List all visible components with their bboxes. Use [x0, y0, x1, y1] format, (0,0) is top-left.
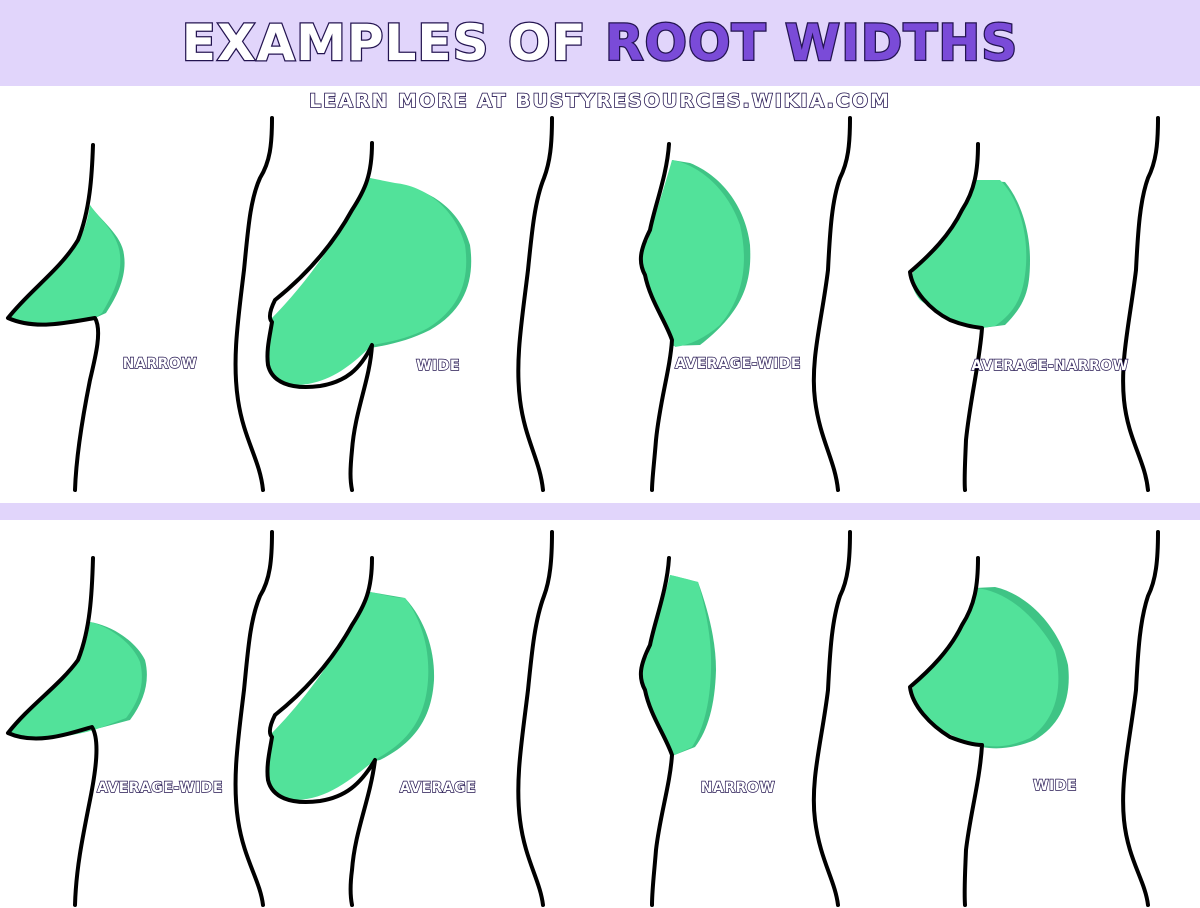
- label-bottom-2: AVERAGE: [399, 779, 477, 796]
- label-bottom-1: AVERAGE-WIDE: [96, 779, 223, 796]
- label-top-4: AVERAGE-NARROW: [971, 357, 1129, 374]
- figure-top-4: [908, 116, 1160, 492]
- title-part-examples-of: EXAMPLES OF: [180, 13, 587, 74]
- header-band: [0, 0, 1200, 86]
- label-top-1: NARROW: [122, 355, 198, 372]
- subtitle-link-text: LEARN MORE AT BUSTYRESOURCES.WIKIA.COM: [308, 89, 891, 113]
- label-top-3: AVERAGE-WIDE: [674, 355, 801, 372]
- row-divider: [0, 503, 1200, 520]
- figure-top-3: [638, 116, 852, 492]
- label-bottom-4: WIDE: [1032, 777, 1077, 794]
- figure-top-1: [6, 116, 274, 492]
- figure-top-2: [265, 116, 554, 492]
- figure-bottom-1: [6, 530, 274, 907]
- label-top-2: WIDE: [415, 357, 460, 374]
- page-title: EXAMPLES OF ROOT WIDTHS: [0, 8, 1200, 78]
- figure-bottom-3: [638, 530, 852, 907]
- figure-bottom-2: [265, 530, 554, 907]
- label-bottom-3: NARROW: [700, 779, 776, 796]
- figure-bottom-4: [908, 530, 1160, 907]
- title-part-root-widths: ROOT WIDTHS: [604, 13, 1019, 74]
